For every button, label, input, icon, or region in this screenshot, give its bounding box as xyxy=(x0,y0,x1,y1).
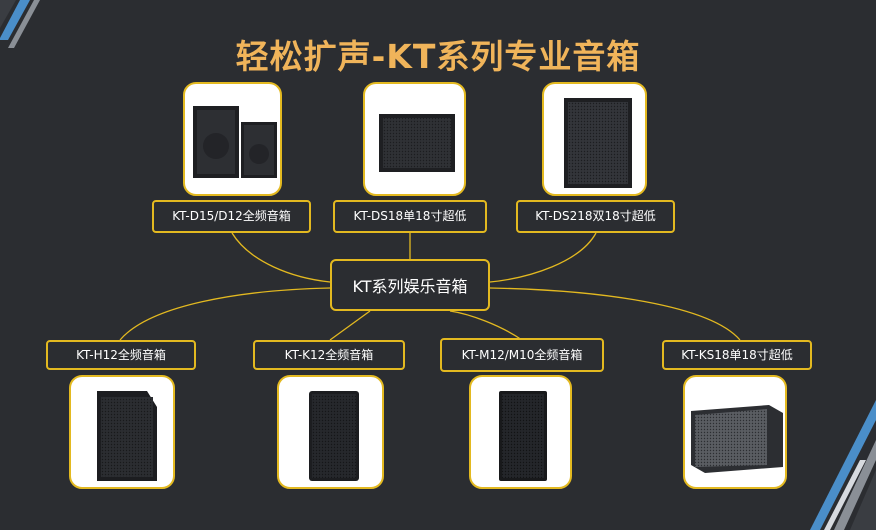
label-kt-k12: KT-K12全频音箱 xyxy=(253,340,405,370)
label-kt-ds218: KT-DS218双18寸超低 xyxy=(516,200,675,233)
label-kt-d15: KT-D15/D12全频音箱 xyxy=(152,200,311,233)
connector-h12 xyxy=(119,287,331,341)
label-kt-ks18: KT-KS18单18寸超低 xyxy=(662,340,812,370)
connector-d15 xyxy=(231,232,331,283)
label-kt-h12: KT-H12全频音箱 xyxy=(46,340,196,370)
corner-stripes-top-left xyxy=(0,0,40,48)
connector-ds218 xyxy=(489,232,597,283)
double-subwoofer-image xyxy=(564,98,632,188)
label-kt-ds18: KT-DS18单18寸超低 xyxy=(333,200,487,233)
subwoofer-image xyxy=(379,114,455,172)
speaker-pair-image xyxy=(193,106,277,178)
photo-kt-d15 xyxy=(183,82,282,196)
connector-k12 xyxy=(329,310,371,341)
photo-kt-k12 xyxy=(277,375,384,489)
subwoofer-ks18-image xyxy=(691,405,783,473)
photo-kt-ds218 xyxy=(542,82,647,196)
speaker-k12-image xyxy=(309,391,359,481)
connector-ks18 xyxy=(489,287,741,341)
photo-kt-ds18 xyxy=(363,82,466,196)
photo-kt-ks18 xyxy=(683,375,787,489)
corner-stripes-bottom-right xyxy=(810,400,876,530)
speaker-m12-image xyxy=(499,391,547,481)
center-node: KT系列娱乐音箱 xyxy=(330,259,490,311)
photo-kt-m12 xyxy=(469,375,572,489)
page-title: 轻松扩声-KT系列专业音箱 xyxy=(235,37,641,76)
label-kt-m12: KT-M12/M10全频音箱 xyxy=(440,338,604,372)
speaker-h12-image xyxy=(97,391,157,481)
photo-kt-h12 xyxy=(69,375,175,489)
connector-lines xyxy=(119,232,741,341)
connector-m12 xyxy=(449,310,523,341)
